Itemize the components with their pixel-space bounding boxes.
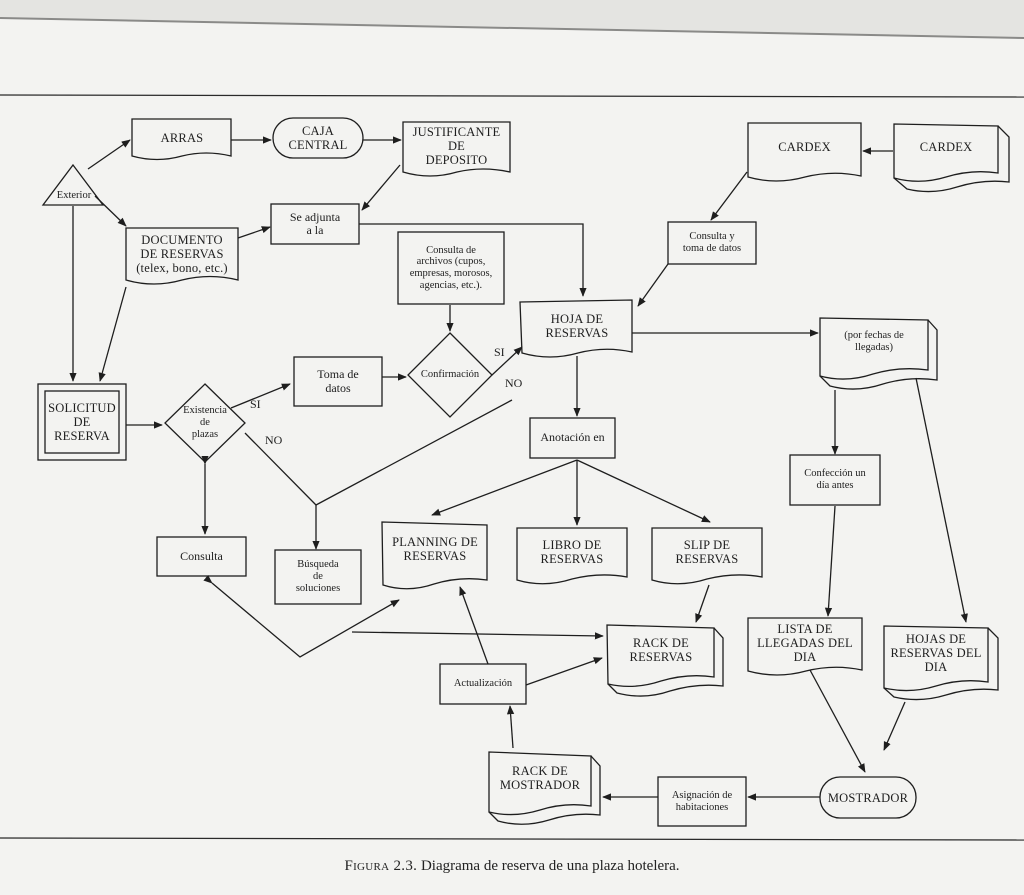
hoja-reservas-document bbox=[519, 299, 633, 358]
cardex-1-document bbox=[747, 122, 862, 182]
slip-label: SLIP DE RESERVAS bbox=[675, 538, 739, 566]
arras-label: ARRAS bbox=[160, 131, 204, 145]
caja-central-label: CAJA CENTRAL bbox=[288, 124, 348, 152]
justificante-document bbox=[402, 121, 511, 177]
rack-reservas-stack bbox=[606, 624, 715, 688]
busqueda-label: Búsqueda de soluciones bbox=[295, 559, 341, 594]
caption-text: Diagrama de reserva de una plaza hoteler… bbox=[420, 858, 680, 874]
cardex-1-label: CARDEX bbox=[778, 140, 831, 154]
cardex-2-stack bbox=[893, 123, 999, 182]
actualizacion-label: Actualización bbox=[453, 678, 513, 690]
hojas-dia-stack bbox=[883, 625, 989, 692]
solicitud-box bbox=[37, 383, 127, 461]
libro-document bbox=[516, 527, 628, 585]
planning-label: PLANNING DE RESERVAS bbox=[392, 535, 478, 563]
consulta-box bbox=[156, 536, 247, 577]
por-fechas-stack bbox=[819, 317, 929, 380]
connectors bbox=[69, 136, 968, 801]
si-confirmacion-label: SI bbox=[494, 345, 505, 359]
se-adjunta-label: Se adjunta a la bbox=[289, 209, 341, 237]
consulta-link bbox=[201, 455, 400, 658]
mostrador-label: MOSTRADOR bbox=[827, 790, 909, 805]
consulta-toma-label: Consulta y toma de datos bbox=[682, 231, 742, 254]
caja-central-terminator bbox=[272, 117, 364, 159]
toma-datos-box bbox=[293, 356, 383, 407]
top-rule bbox=[0, 94, 1024, 98]
hojas-dia-label: HOJAS DE RESERVAS DEL DIA bbox=[890, 632, 982, 674]
asignacion-box bbox=[657, 776, 747, 827]
rack-mostrador-label: RACK DE MOSTRADOR bbox=[499, 764, 581, 792]
solicitud-label: SOLICITUD DE RESERVA bbox=[48, 401, 116, 443]
consulta-archivos-label: Consulta de archivos (cupos, empresas, m… bbox=[409, 244, 493, 291]
slip-document bbox=[651, 527, 763, 585]
anotacion-box bbox=[529, 417, 616, 459]
confeccion-box bbox=[789, 454, 881, 506]
existencia-label: Existencia de plazas bbox=[183, 405, 227, 440]
consulta-label: Consulta bbox=[180, 548, 223, 563]
por-fechas-label: (por fechas de llegadas) bbox=[844, 330, 904, 353]
anotacion-label: Anotación en bbox=[540, 430, 605, 445]
si-existencia-label: SI bbox=[250, 397, 261, 411]
bottom-rule bbox=[0, 837, 1024, 841]
no-confirmacion-label: NO bbox=[505, 376, 523, 390]
figure-number: Figura 2.3. bbox=[344, 858, 418, 874]
actualizacion-box bbox=[439, 663, 527, 705]
no-existencia-label: NO bbox=[265, 433, 283, 447]
toma-datos-label: Toma de datos bbox=[317, 367, 359, 395]
exterior-triangle bbox=[41, 163, 105, 206]
libro-label: LIBRO DE RESERVAS bbox=[540, 538, 604, 566]
rack-mostrador-stack bbox=[488, 751, 592, 816]
figure-caption: Figura 2.3. Diagrama de reserva de una p… bbox=[0, 858, 1024, 875]
exterior-label: Exterior bbox=[56, 190, 92, 202]
asignacion-label: Asignación de habitaciones bbox=[671, 789, 733, 813]
rack-reservas-label: RACK DE RESERVAS bbox=[629, 636, 693, 664]
hoja-reservas-label: HOJA DE RESERVAS bbox=[545, 312, 609, 340]
lista-llegadas-document bbox=[747, 617, 863, 676]
confirmacion-label: Confirmación bbox=[420, 369, 480, 381]
lista-llegadas-label: LISTA DE LLEGADAS DEL DIA bbox=[757, 622, 853, 664]
consulta-toma-box bbox=[667, 221, 757, 265]
cardex-2-label: CARDEX bbox=[919, 140, 973, 154]
justificante-label: JUSTIFICANTE DE DEPOSITO bbox=[412, 125, 501, 167]
documento-label: DOCUMENTO DE RESERVAS (telex, bono, etc.… bbox=[136, 233, 228, 275]
confeccion-label: Confección un día antes bbox=[804, 468, 866, 491]
consulta-archivos-box bbox=[397, 231, 505, 305]
confirmacion-diamond bbox=[407, 332, 493, 418]
arras-document bbox=[131, 118, 232, 161]
documento-document bbox=[125, 227, 239, 285]
